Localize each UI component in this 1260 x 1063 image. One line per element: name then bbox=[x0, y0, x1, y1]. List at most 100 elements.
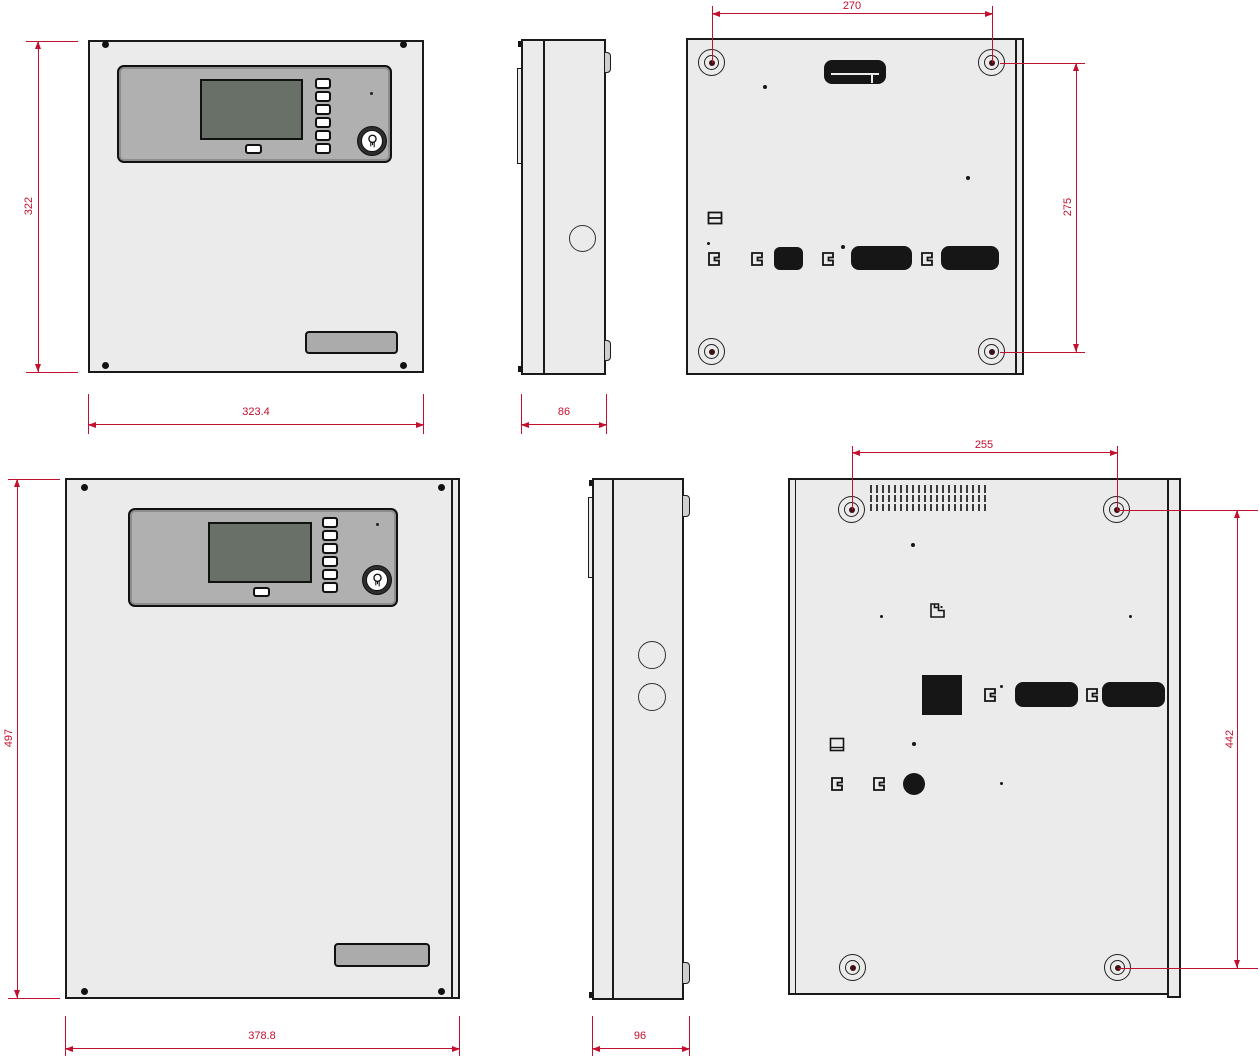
enclosure-back bbox=[686, 38, 1017, 375]
pilot-hole bbox=[1129, 615, 1132, 618]
panel-button bbox=[315, 117, 331, 128]
pilot-hole bbox=[707, 242, 710, 245]
knockout-mark-icon bbox=[984, 688, 996, 702]
screw-icon bbox=[81, 988, 88, 995]
cable-knockout bbox=[569, 225, 596, 252]
dimension-label: 270 bbox=[842, 0, 862, 12]
panel-button bbox=[322, 556, 338, 567]
lcd-screen bbox=[200, 79, 303, 140]
mounting-hole bbox=[698, 338, 725, 365]
side-flange bbox=[1015, 38, 1024, 375]
panel-button bbox=[253, 587, 270, 597]
door-edge-line bbox=[612, 480, 614, 998]
screw-icon bbox=[438, 988, 445, 995]
screw-icon bbox=[400, 41, 407, 48]
dimension-label: 322 bbox=[23, 196, 35, 216]
screw-icon bbox=[438, 484, 445, 491]
key-icon bbox=[361, 130, 383, 152]
panel-button bbox=[315, 143, 331, 154]
pilot-hole bbox=[1000, 782, 1003, 785]
door-catch bbox=[518, 366, 522, 372]
key-icon bbox=[366, 569, 388, 591]
screw-icon bbox=[81, 484, 88, 491]
key-switch bbox=[357, 126, 387, 156]
panel-button bbox=[322, 569, 338, 580]
knockout-mark-icon bbox=[751, 252, 763, 266]
side-flange bbox=[1167, 478, 1181, 998]
hinge bbox=[682, 962, 690, 984]
keyhole-slot-detail bbox=[831, 73, 879, 75]
hinge bbox=[604, 340, 611, 361]
panel-button bbox=[245, 144, 262, 154]
knockout-mark-icon bbox=[873, 777, 885, 791]
panel-button bbox=[315, 78, 331, 89]
dimension-label: 378.8 bbox=[248, 1030, 276, 1042]
pilot-hole bbox=[841, 245, 845, 249]
screw-icon bbox=[102, 41, 109, 48]
panel-button bbox=[315, 104, 331, 115]
pilot-hole bbox=[911, 543, 915, 547]
pilot-hole bbox=[1000, 685, 1003, 688]
dimension-label: 323.4 bbox=[242, 406, 270, 418]
hinge bbox=[682, 495, 690, 517]
led-indicator bbox=[376, 523, 379, 526]
dimension-label: 96 bbox=[633, 1030, 647, 1042]
knockout-mark-icon bbox=[708, 252, 720, 266]
led-indicator bbox=[370, 92, 373, 95]
mounting-hole bbox=[839, 954, 866, 981]
mounting-hole bbox=[1103, 496, 1130, 523]
hinge bbox=[604, 52, 611, 73]
cable-gland-slot bbox=[774, 247, 803, 270]
mounting-hole bbox=[698, 49, 725, 76]
panel-button bbox=[315, 130, 331, 141]
key-switch bbox=[362, 565, 392, 595]
door-edge-line bbox=[543, 41, 545, 373]
stacked-rect-mark-icon bbox=[707, 211, 723, 225]
knockout-mark-icon bbox=[1086, 688, 1098, 702]
knockout-mark-icon bbox=[822, 252, 834, 266]
door-catch bbox=[518, 41, 522, 47]
dimension-label: 86 bbox=[557, 406, 571, 418]
edge-fold-line bbox=[795, 480, 796, 993]
panel-button bbox=[315, 91, 331, 102]
mounting-hole bbox=[838, 496, 865, 523]
cable-gland-slot bbox=[941, 246, 999, 270]
keyhole-slot bbox=[824, 60, 886, 84]
screw-icon bbox=[400, 362, 407, 369]
round-knockout bbox=[903, 773, 925, 795]
panel-button bbox=[322, 582, 338, 593]
pilot-hole bbox=[912, 742, 916, 746]
cable-gland-slot bbox=[1015, 682, 1078, 707]
knockout-mark-icon bbox=[921, 252, 933, 266]
label-plate bbox=[334, 943, 430, 967]
screw-icon bbox=[102, 362, 109, 369]
door-catch bbox=[589, 992, 593, 998]
keyhole-slot-detail bbox=[871, 73, 873, 83]
cable-gland-slot bbox=[1102, 682, 1165, 707]
mounting-hole bbox=[1104, 954, 1131, 981]
dimension-label: 442 bbox=[1224, 729, 1236, 749]
ventilation-slots bbox=[870, 485, 990, 511]
enclosure-side bbox=[592, 478, 684, 1000]
cable-gland-slot bbox=[851, 246, 912, 270]
panel-button bbox=[322, 530, 338, 541]
label-plate bbox=[305, 331, 398, 354]
dimension-label: 497 bbox=[3, 728, 15, 748]
dimension-label: 255 bbox=[974, 439, 994, 451]
edge-fold-line bbox=[451, 480, 453, 997]
panel-button bbox=[322, 543, 338, 554]
door-catch bbox=[589, 480, 593, 486]
panel-button bbox=[322, 517, 338, 528]
bracket-mark-icon bbox=[930, 603, 945, 618]
lcd-screen bbox=[208, 522, 312, 583]
square-mark-icon bbox=[829, 737, 845, 752]
cable-knockout bbox=[638, 683, 666, 711]
enclosure-back bbox=[788, 478, 1169, 995]
enclosure-side bbox=[521, 39, 606, 375]
door-lip bbox=[588, 497, 593, 578]
pilot-hole bbox=[763, 85, 767, 89]
square-knockout bbox=[922, 675, 962, 715]
mounting-hole bbox=[978, 49, 1005, 76]
knockout-mark-icon bbox=[831, 777, 843, 791]
